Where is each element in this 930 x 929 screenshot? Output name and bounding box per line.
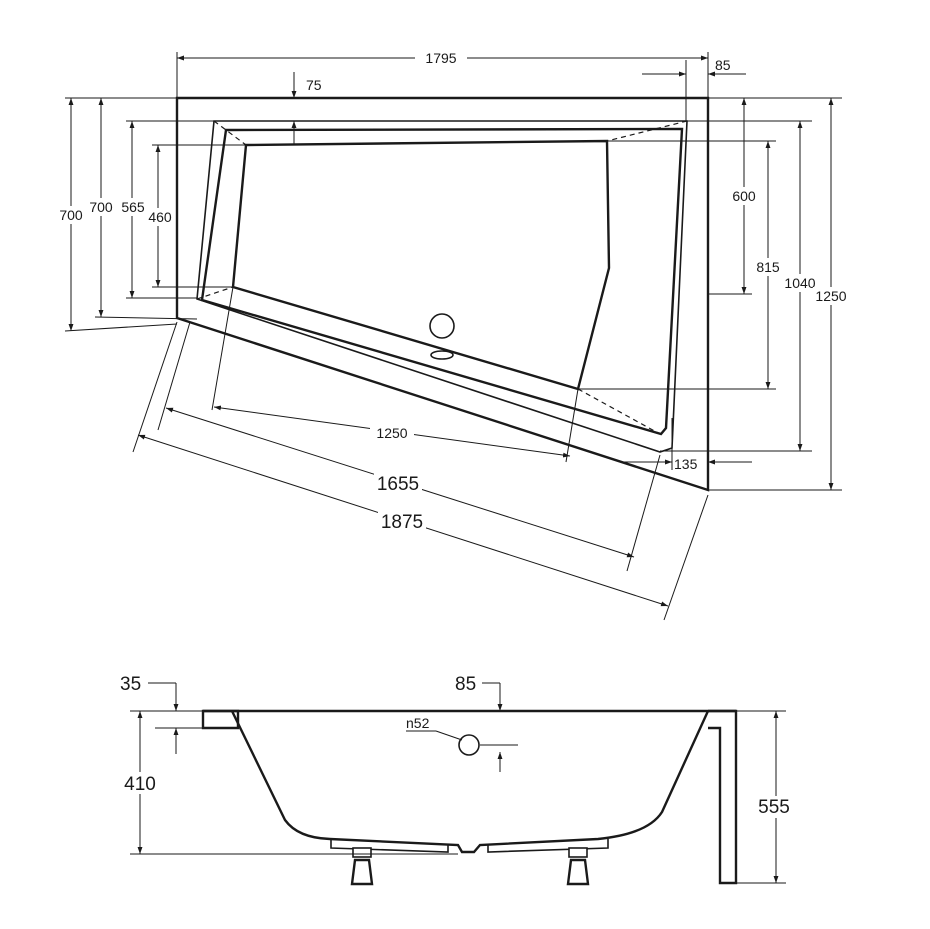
dim-410-label: 410	[124, 774, 156, 795]
dim-85-side-label: 85	[455, 674, 476, 695]
dim-75-label: 75	[306, 77, 322, 93]
tub-rim-outline	[196, 120, 688, 453]
dim-width-1795: 1795	[176, 48, 709, 98]
tub-basin-outline	[200, 127, 684, 436]
dim-diagonal-1875: 1875	[132, 321, 709, 621]
dim-700-outer-label: 700	[59, 207, 83, 223]
dim-depth-410: 410	[118, 710, 458, 855]
dim-rim-75: 75	[291, 72, 322, 145]
dim-1250-right-label: 1250	[815, 288, 846, 304]
dim-565-label: 565	[121, 199, 145, 215]
tub-floor-outline	[231, 139, 611, 391]
dim-drain-n52: n52	[406, 715, 463, 741]
drain-icon	[429, 313, 455, 339]
side-view: n52 35 85 410	[118, 674, 798, 886]
dim-1655-label: 1655	[377, 474, 419, 495]
dim-n52-label: n52	[406, 715, 430, 731]
dim-1040-label: 1040	[784, 275, 815, 291]
dim-700-inner-label: 700	[89, 199, 113, 215]
dim-rim-85-side: 85	[455, 674, 503, 711]
side-foot-plate-left	[330, 839, 449, 853]
dim-555-label: 555	[758, 797, 790, 818]
side-foot-left	[350, 847, 374, 886]
dim-1795-label: 1795	[425, 50, 456, 66]
dim-815-label: 815	[756, 259, 780, 275]
hidden-corner-lines	[196, 120, 688, 435]
dim-right-815: 815	[578, 140, 783, 390]
dim-600-label: 600	[732, 188, 756, 204]
dim-left-460: 460	[145, 144, 246, 288]
dim-height-555: 555	[736, 710, 798, 884]
dim-diagonal-1250: 1250	[211, 286, 579, 463]
dim-left-700-outer: 700	[56, 97, 178, 332]
dim-85-label: 85	[715, 57, 731, 73]
side-foot-right	[566, 847, 590, 886]
top-view: 1795 85 75 700 700	[56, 48, 849, 621]
side-overflow-icon	[458, 734, 480, 756]
side-foot-plate-right	[487, 839, 609, 853]
dim-1875-label: 1875	[381, 512, 423, 533]
dim-1250-diagonal-label: 1250	[376, 425, 407, 441]
overflow-icon	[430, 350, 454, 360]
side-basin-profile	[230, 710, 710, 854]
dim-right-1250: 1250	[708, 97, 849, 491]
dim-right-600: 600	[708, 98, 759, 295]
dim-rim-35: 35	[120, 674, 203, 754]
dim-35-label: 35	[120, 674, 141, 695]
dim-rim-85-top: 85	[642, 57, 746, 121]
dim-left-565: 565	[117, 120, 214, 299]
dim-460-label: 460	[148, 209, 172, 225]
dim-135-label: 135	[674, 456, 698, 472]
dim-right-1040: 1040	[660, 120, 818, 452]
dim-left-700-inner: 700	[86, 98, 198, 320]
side-apron-panel	[708, 709, 738, 885]
